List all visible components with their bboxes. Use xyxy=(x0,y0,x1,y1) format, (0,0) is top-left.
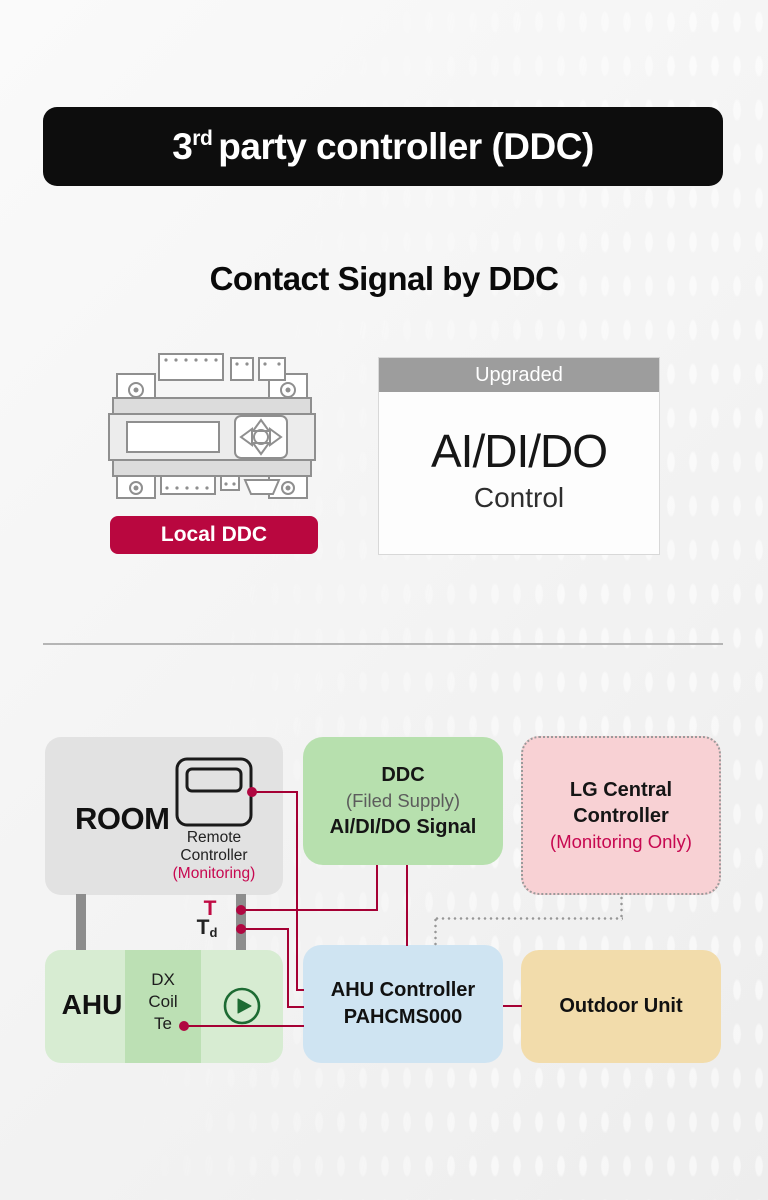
upgraded-card-header: Upgraded xyxy=(379,358,659,392)
remote-monitoring-note: (Monitoring) xyxy=(172,865,256,882)
upgraded-card-body: AI/DI/DO Control xyxy=(379,392,659,555)
ddc-to-t-line-h xyxy=(241,909,378,911)
te-junction-dot xyxy=(179,1021,189,1031)
ahu-controller-box: AHU Controller PAHCMS000 xyxy=(303,945,503,1063)
remote-label-line1: Remote xyxy=(186,829,242,846)
dx-coil-label: DX Coil Te xyxy=(125,969,201,1035)
ddc-box-subtitle: (Filed Supply) xyxy=(345,790,461,811)
remote-junction-dot xyxy=(247,787,257,797)
te-line xyxy=(184,1025,304,1027)
remote-signal-line-v xyxy=(296,791,298,991)
ddc-device-icon xyxy=(108,353,316,499)
ahu-title: AHU xyxy=(61,989,123,1020)
lg-monitor-dotted-v1 xyxy=(620,895,623,921)
lg-central-line2: Controller xyxy=(573,804,669,827)
td-line-h xyxy=(241,928,289,930)
coil-line1: DX xyxy=(151,970,175,989)
controller-to-outdoor-line xyxy=(503,1005,522,1007)
room-ahu-duct-left xyxy=(76,894,86,950)
ddc-to-t-line-v xyxy=(376,865,378,911)
ddc-to-controller-line xyxy=(406,865,408,946)
lg-central-controller-box: LG Central Controller (Monitoring Only) xyxy=(521,736,721,895)
td-line-v xyxy=(287,928,289,1008)
ahu-controller-line2: PAHCMS000 xyxy=(343,1006,463,1028)
outdoor-unit-box: Outdoor Unit xyxy=(521,950,721,1063)
fan-play-icon xyxy=(222,986,262,1031)
room-box: ROOM Remote Controller (Monitoring) xyxy=(45,737,283,895)
remote-signal-line-into-controller xyxy=(296,989,304,991)
dx-coil-stripe xyxy=(125,950,201,1063)
ddc-signal-box: DDC (Filed Supply) AI/DI/DO Signal xyxy=(303,737,503,865)
remote-controller-icon xyxy=(175,757,253,832)
local-ddc-badge: Local DDC xyxy=(110,516,318,554)
room-ahu-duct-right xyxy=(236,894,246,950)
td-sensor-label: Td xyxy=(196,916,218,940)
td-junction-dot xyxy=(236,924,246,934)
ddc-device-illustration xyxy=(103,348,321,500)
remote-label-line2: Controller xyxy=(180,847,248,864)
section-title: Contact Signal by DDC xyxy=(209,260,559,297)
lg-monitor-dotted-h xyxy=(434,917,623,920)
ddc-box-signal: AI/DI/DO Signal xyxy=(329,816,477,838)
upgraded-sub-text: Control xyxy=(473,481,565,513)
lg-central-monitoring-note: (Monitoring Only) xyxy=(550,830,692,852)
t-sensor-label: T xyxy=(203,897,217,920)
coil-line3: Te xyxy=(154,1014,172,1033)
banner-title-superscript: rd xyxy=(192,127,213,151)
td-line-into-controller xyxy=(287,1006,304,1008)
ahu-box: AHU DX Coil Te xyxy=(45,950,283,1063)
remote-signal-line-h xyxy=(252,791,298,793)
ahu-controller-line1: AHU Controller xyxy=(330,979,476,1001)
outdoor-unit-label: Outdoor Unit xyxy=(559,995,683,1017)
section-divider xyxy=(43,643,723,645)
upgraded-card: Upgraded AI/DI/DO Control xyxy=(378,357,660,555)
lg-monitor-dotted-v2 xyxy=(434,917,437,947)
ddc-box-title: DDC xyxy=(381,764,425,786)
coil-line2: Coil xyxy=(148,992,178,1011)
lg-central-line1: LG Central xyxy=(569,778,673,801)
remote-controller-label: Remote Controller (Monitoring) xyxy=(149,829,279,883)
room-title: ROOM xyxy=(75,801,170,836)
upgraded-main-text: AI/DI/DO xyxy=(430,424,608,477)
t-junction-dot xyxy=(236,905,246,915)
